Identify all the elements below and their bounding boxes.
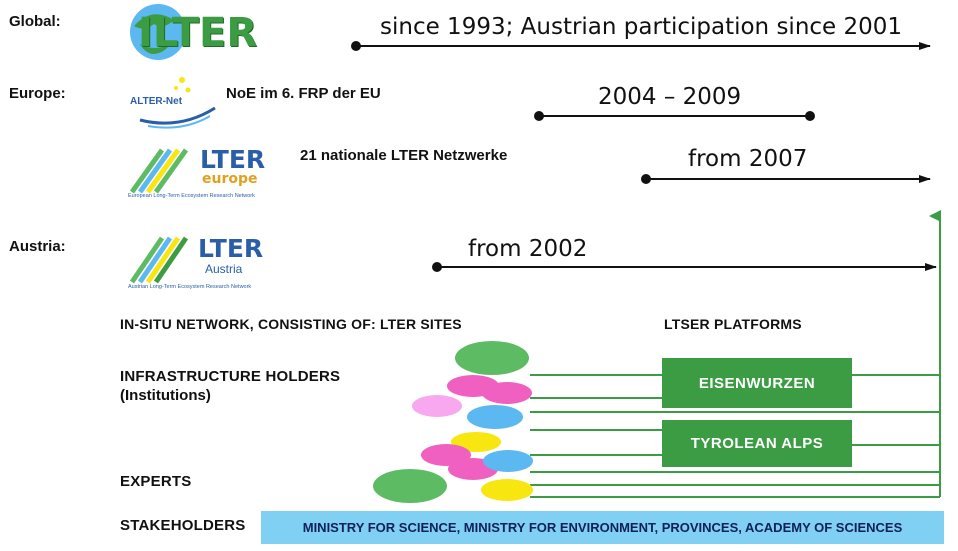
platform-tyrolean-alps: TYROLEAN ALPS <box>662 420 852 467</box>
alternet-swirl-icon <box>139 77 216 129</box>
lter-austria-tagline: Austrian Long-Term Ecosystem Research Ne… <box>128 284 252 290</box>
timeline-lter-europe-label: from 2007 <box>688 146 808 172</box>
site-ellipse <box>455 341 529 375</box>
level-austria-label: Austria: <box>9 238 66 255</box>
lter-austria-logo-sub: Austria <box>205 262 243 276</box>
site-ellipse <box>481 479 533 501</box>
stakeholders-label: STAKEHOLDERS <box>120 517 246 534</box>
lter-europe-logo-main: LTER <box>200 145 266 174</box>
network-header-right: LTSER PLATFORMS <box>664 316 802 332</box>
timeline-alternet <box>534 111 815 121</box>
timeline-global-label: since 1993; Austrian participation since… <box>380 14 903 40</box>
alternet-logo: ALTER-Net <box>130 96 183 107</box>
lter-sites-cluster <box>373 341 533 503</box>
platform-eisenwurzen: EISENWURZEN <box>662 358 852 408</box>
site-ellipse <box>451 432 501 452</box>
timeline-global <box>351 41 931 51</box>
timeline-alternet-label: 2004 – 2009 <box>598 84 742 110</box>
site-ellipse <box>483 450 533 472</box>
institutions-label: (Institutions) <box>120 387 211 404</box>
lter-europe-note: 21 nationale LTER Netzwerke <box>300 147 508 164</box>
lter-europe-stripes-icon <box>129 148 189 194</box>
network-header-left: IN-SITU NETWORK, CONSISTING OF: LTER SIT… <box>120 316 462 332</box>
ilter-globe-icon <box>130 4 186 60</box>
timeline-austria <box>432 262 937 272</box>
lter-austria-stripes-icon <box>129 236 189 284</box>
site-ellipse <box>467 405 523 429</box>
experts-label: EXPERTS <box>120 473 192 490</box>
timeline-lter-europe <box>641 174 931 184</box>
connection-lines <box>530 210 941 498</box>
level-europe-label: Europe: <box>9 85 66 102</box>
infrastructure-label: INFRASTRUCTURE HOLDERS <box>120 368 341 385</box>
stakeholders-bar: MINISTRY FOR SCIENCE, MINISTRY FOR ENVIR… <box>261 511 944 544</box>
level-global-label: Global: <box>9 13 61 30</box>
timeline-austria-label: from 2002 <box>468 236 588 262</box>
lter-austria-logo-main: LTER <box>198 234 264 263</box>
alternet-note: NoE im 6. FRP der EU <box>226 85 381 102</box>
site-ellipse <box>412 395 462 417</box>
site-ellipse <box>482 382 532 404</box>
lter-europe-logo-sub: europe <box>202 171 258 187</box>
lter-europe-tagline: European Long-Term Ecosystem Research Ne… <box>128 193 255 199</box>
site-ellipse <box>373 469 447 503</box>
ilter-logo: ILTER <box>138 10 258 56</box>
